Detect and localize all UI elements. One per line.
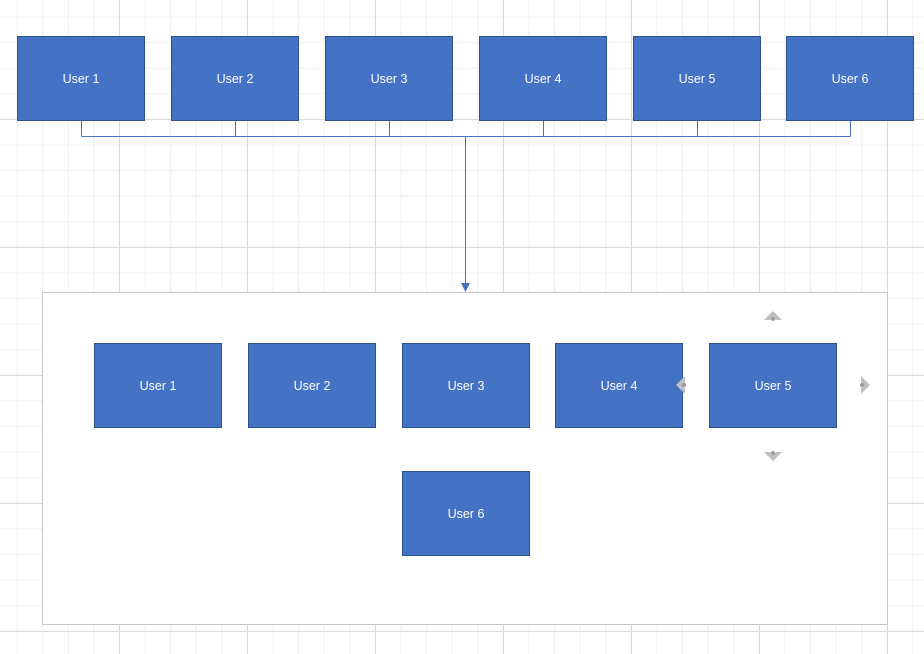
- top-shape-user-3[interactable]: User 3: [325, 36, 453, 121]
- arrow-left-icon[interactable]: [674, 375, 688, 395]
- shape-label: User 2: [293, 378, 331, 393]
- container-shape-user-4[interactable]: User 4: [555, 343, 683, 428]
- container-shape-user-6[interactable]: User 6: [402, 471, 530, 556]
- shape-label: User 5: [678, 71, 716, 86]
- shape-label: User 1: [62, 71, 100, 86]
- shape-label: User 5: [754, 378, 792, 393]
- container-shape-user-3[interactable]: User 3: [402, 343, 530, 428]
- arrow-right-icon[interactable]: [858, 375, 872, 395]
- container-shape-user-1[interactable]: User 1: [94, 343, 222, 428]
- shape-label: User 3: [370, 71, 408, 86]
- shape-label: User 1: [139, 378, 177, 393]
- shape-label: User 4: [524, 71, 562, 86]
- shape-label: User 6: [447, 506, 485, 521]
- shape-label: User 4: [600, 378, 638, 393]
- arrow-up-icon[interactable]: [763, 309, 783, 323]
- container-shape[interactable]: [42, 292, 888, 625]
- connector-arrowhead-icon: [461, 283, 470, 292]
- top-shape-user-6[interactable]: User 6: [786, 36, 914, 121]
- container-shape-user-5[interactable]: User 5: [709, 343, 837, 428]
- top-shape-user-5[interactable]: User 5: [633, 36, 761, 121]
- shape-label: User 3: [447, 378, 485, 393]
- top-shape-user-4[interactable]: User 4: [479, 36, 607, 121]
- top-shape-user-1[interactable]: User 1: [17, 36, 145, 121]
- container-shape-user-2[interactable]: User 2: [248, 343, 376, 428]
- arrow-down-icon[interactable]: [763, 449, 783, 463]
- shape-label: User 2: [216, 71, 254, 86]
- shape-label: User 6: [831, 71, 869, 86]
- top-shape-user-2[interactable]: User 2: [171, 36, 299, 121]
